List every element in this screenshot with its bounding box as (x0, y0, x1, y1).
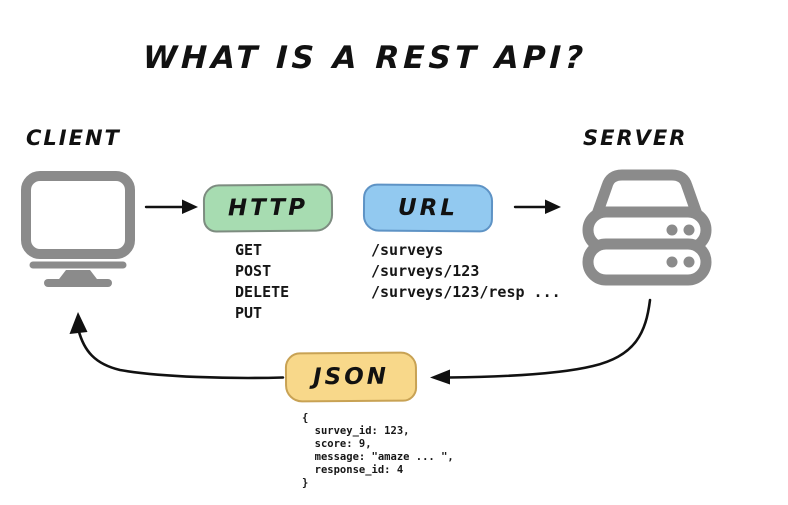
json-code-line: message: "amaze ... ", (302, 451, 454, 463)
json-code-line: survey_id: 123, (302, 425, 410, 437)
server-stack-icon (582, 168, 712, 286)
json-code-line: response_id: 4 (302, 464, 404, 476)
url-path: /surveys/123/resp ... (371, 283, 561, 301)
server-label: SERVER (583, 126, 688, 150)
url-path: /surveys (371, 241, 444, 259)
http-method: GET (235, 241, 263, 259)
url-to-server-arrow (513, 199, 561, 214)
url-box-label: URL (397, 194, 459, 222)
url-paths-list: /surveys/surveys/123/surveys/123/resp ..… (371, 240, 561, 303)
diagram-title: WHAT IS A REST API? (142, 40, 588, 76)
json-code-line: score: 9, (302, 438, 372, 450)
json-box: JSON (284, 351, 418, 403)
http-box-label: HTTP (227, 194, 309, 222)
json-code-line: { (302, 412, 309, 424)
client-label: CLIENT (26, 126, 121, 150)
server-to-json-arrow (430, 298, 652, 385)
client-to-http-arrow (144, 199, 198, 214)
url-path: /surveys/123 (371, 262, 480, 280)
http-method: DELETE (235, 283, 290, 301)
json-box-label: JSON (312, 363, 390, 391)
json-response-code: { survey_id: 123, score: 9, message: "am… (302, 412, 454, 490)
http-method: PUT (235, 304, 263, 322)
client-monitor-icon (20, 170, 136, 288)
url-box: URL (362, 183, 494, 233)
json-code-line: } (302, 477, 309, 489)
http-box: HTTP (202, 183, 334, 233)
http-methods-list: GET POST DELETE PUT (235, 240, 289, 324)
http-method: POST (235, 262, 272, 280)
